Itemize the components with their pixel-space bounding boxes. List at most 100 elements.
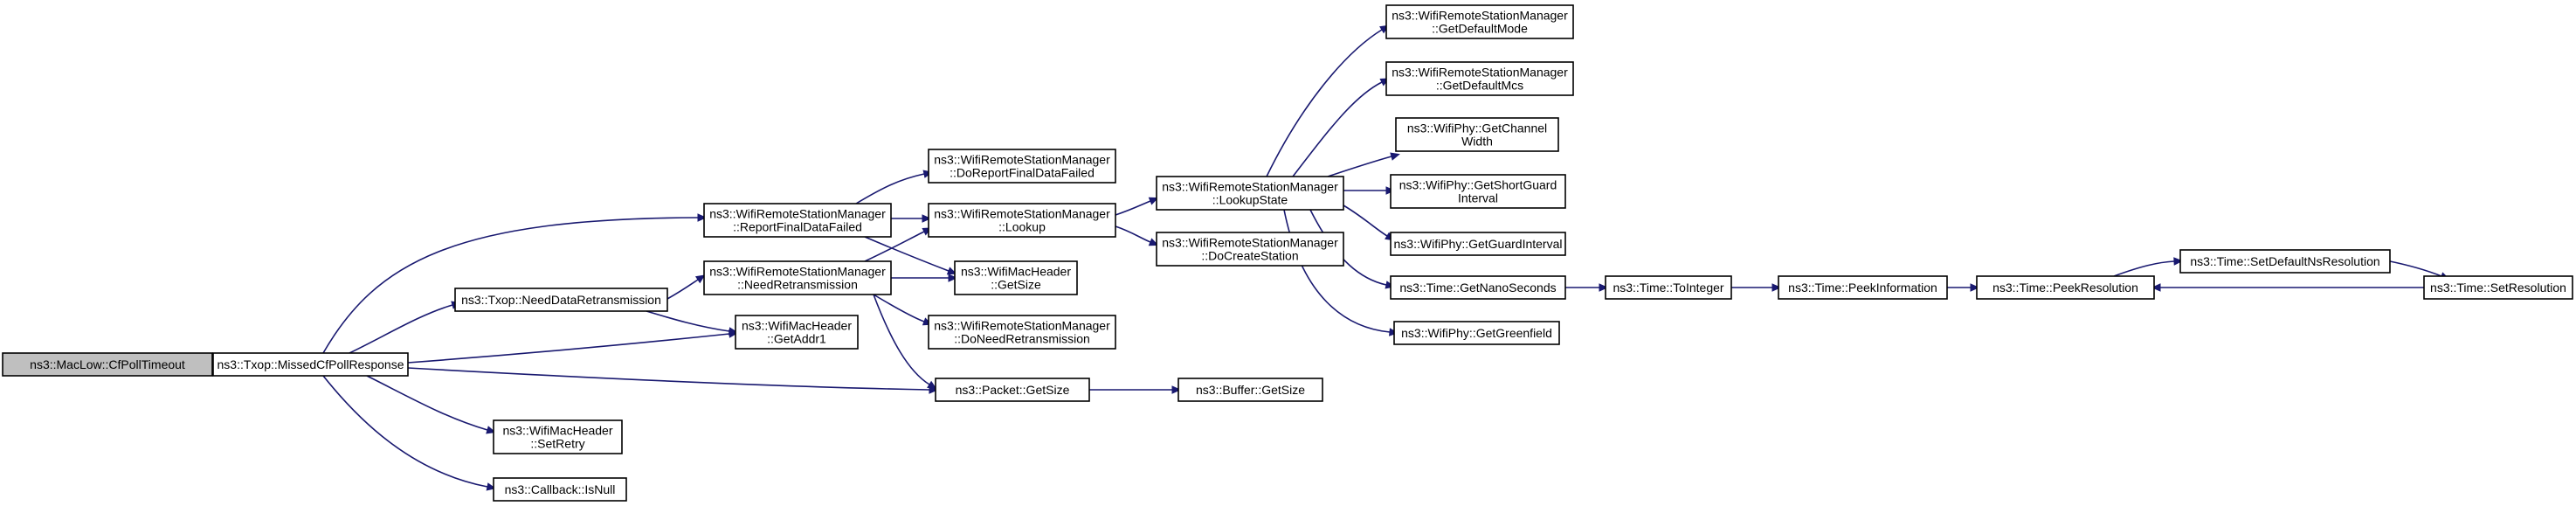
edge-line [407,367,930,391]
edge-line [322,375,488,488]
edge-n3-n11 [864,236,957,275]
node-box[interactable] [1390,174,1566,209]
node-box[interactable] [928,203,1116,238]
node-n13[interactable]: ns3::WifiRemoteStationManager::DoNeedRet… [928,315,1116,350]
node-box[interactable] [212,352,409,377]
edge-line [2389,260,2442,277]
node-label: ns3::WifiRemoteStationManager [1162,236,1338,250]
node-n6[interactable]: ns3::Packet::GetSize [935,378,1090,402]
edge-arrowhead [1771,283,1782,292]
edge-n21-n24 [1565,283,1609,292]
edge-n2-n7 [366,375,496,434]
node-box[interactable] [703,260,892,295]
node-box[interactable] [454,288,668,312]
node-label: ns3::Txop::MissedCfPollResponse [218,357,404,371]
node-label: ns3::WifiRemoteStationManager [934,207,1110,221]
node-box[interactable] [1778,275,1948,300]
edge-line [1309,209,1387,286]
node-label: ns3::WifiPhy::GetChannel [1407,121,1547,135]
node-n1[interactable]: ns3::MacLow::CfPollTimeout [2,352,213,377]
node-n20[interactable]: ns3::WifiPhy::GetGuardInterval [1390,232,1566,256]
edge-line [864,231,925,262]
node-box[interactable] [1393,321,1560,345]
node-n16[interactable]: ns3::WifiRemoteStationManager::GetDefaul… [1385,4,1574,39]
node-box[interactable] [1178,378,1323,402]
node-n14[interactable]: ns3::WifiRemoteStationManager::LookupSta… [1156,176,1344,211]
node-label: ns3::Callback::IsNull [505,482,616,496]
node-box[interactable] [2,352,213,377]
node-box[interactable] [954,260,1078,295]
node-n25[interactable]: ns3::Time::PeekInformation [1778,275,1948,300]
node-box[interactable] [703,203,892,238]
node-label: ::DoCreateStation [1201,249,1298,263]
node-n10[interactable]: ns3::WifiRemoteStationManager::Lookup [928,203,1116,238]
node-n3[interactable]: ns3::WifiRemoteStationManager::ReportFin… [703,203,892,238]
node-label: ns3::WifiRemoteStationManager [1392,66,1568,80]
node-box[interactable] [1395,117,1559,152]
node-label: ns3::WifiPhy::GetGuardInterval [1394,237,1563,251]
node-n23[interactable]: ns3::Buffer::GetSize [1178,378,1323,402]
edge-line [1327,156,1392,177]
node-box[interactable] [928,315,1116,350]
edge-n10-n15 [1115,225,1159,246]
node-label: ns3::WifiRemoteStationManager [1162,180,1338,194]
node-n27[interactable]: ns3::Time::SetDefaultNsResolution [2179,249,2391,274]
node-box[interactable] [1976,275,2155,300]
node-label: ns3::MacLow::CfPollTimeout [30,357,185,371]
node-box[interactable] [935,378,1090,402]
node-n7[interactable]: ns3::WifiMacHeader::SetRetry [493,419,623,454]
node-box[interactable] [2423,275,2573,300]
node-box[interactable] [1605,275,1732,300]
node-n9[interactable]: ns3::WifiRemoteStationManager::DoReportF… [928,149,1116,184]
edge-n12-n6 [873,294,937,390]
node-box[interactable] [735,315,859,350]
node-label: ns3::Time::SetResolution [2430,281,2566,295]
edge-n2-n8 [322,375,497,491]
edge-line [366,375,488,431]
node-n17[interactable]: ns3::WifiRemoteStationManager::GetDefaul… [1385,61,1574,96]
node-box[interactable] [1390,275,1566,300]
node-box[interactable] [1385,4,1574,39]
node-label: ::ReportFinalDataFailed [733,220,862,234]
node-n24[interactable]: ns3::Time::ToInteger [1605,275,1732,300]
call-graph-edges [197,24,2450,491]
node-n22[interactable]: ns3::WifiPhy::GetGreenfield [1393,321,1560,345]
edge-line [855,173,925,204]
node-box[interactable] [493,419,623,454]
node-label: ns3::Time::PeekInformation [1788,281,1937,295]
edge-line [646,310,730,332]
node-box[interactable] [2179,249,2391,274]
node-n26[interactable]: ns3::Time::PeekResolution [1976,275,2155,300]
edge-line [864,236,950,272]
node-box[interactable] [1156,232,1344,267]
node-box[interactable] [1156,176,1344,211]
node-n15[interactable]: ns3::WifiRemoteStationManager::DoCreateS… [1156,232,1344,267]
edge-n6-n23 [1089,385,1182,394]
node-label: ::GetAddr1 [767,332,826,346]
node-box[interactable] [1385,61,1574,96]
node-box[interactable] [493,477,627,502]
node-n11[interactable]: ns3::WifiMacHeader::GetSize [954,260,1078,295]
node-n21[interactable]: ns3::Time::GetNanoSeconds [1390,275,1566,300]
edge-arrowhead [1148,197,1159,205]
node-n8[interactable]: ns3::Callback::IsNull [493,477,627,502]
edge-n14-n18 [1327,152,1400,177]
edge-arrowhead [1970,283,1980,292]
edge-line [1283,209,1391,333]
node-n12[interactable]: ns3::WifiRemoteStationManager::NeedRetra… [703,260,892,295]
edge-line [407,333,730,364]
node-n5[interactable]: ns3::WifiMacHeader::GetAddr1 [735,315,859,350]
node-n28[interactable]: ns3::Time::SetResolution [2423,275,2573,300]
node-label: ns3::WifiRemoteStationManager [934,319,1110,333]
node-label: ns3::WifiPhy::GetShortGuard [1399,178,1557,192]
node-label: ns3::Time::PeekResolution [1992,281,2138,295]
node-box[interactable] [1390,232,1566,256]
edge-arrowhead [1171,385,1182,394]
node-n2[interactable]: ns3::Txop::MissedCfPollResponse [212,352,409,377]
node-box[interactable] [928,149,1116,184]
node-label: ::GetSize [991,278,1041,292]
edge-arrowhead [1599,283,1609,292]
node-n4[interactable]: ns3::Txop::NeedDataRetransmission [454,288,668,312]
